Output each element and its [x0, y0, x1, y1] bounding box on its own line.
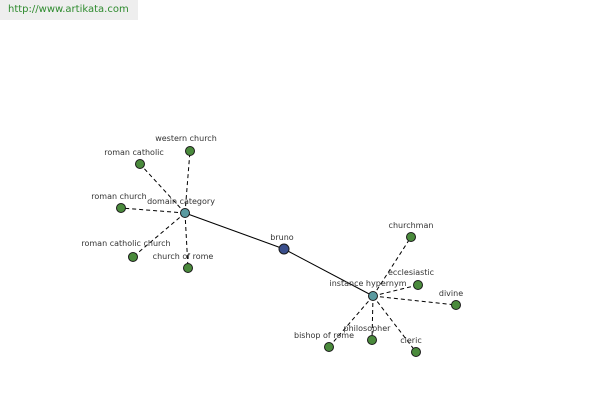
label-divine: divine	[439, 289, 463, 298]
edge-domain-category-western-church	[184, 150, 191, 214]
node-bruno[interactable]	[278, 243, 290, 255]
edge-instance-hypernym-philosopher	[371, 295, 374, 341]
node-philosopher[interactable]	[367, 335, 377, 345]
graph-edges	[120, 150, 457, 353]
label-philosopher: philosopher	[344, 324, 392, 333]
label-cleric: cleric	[400, 336, 421, 345]
node-roman-catholic-church[interactable]	[128, 252, 138, 262]
edge-domain-category-roman-church	[120, 207, 186, 214]
label-ecclesiastic: ecclesiastic	[388, 268, 434, 277]
label-bruno: bruno	[270, 233, 294, 242]
source-banner: http://www.artikata.com	[0, 0, 138, 20]
node-cleric[interactable]	[411, 347, 421, 357]
graph-nodes	[116, 146, 461, 357]
label-domain-category: domain category	[147, 197, 215, 206]
node-roman-church[interactable]	[116, 203, 126, 213]
source-link[interactable]: http://www.artikata.com	[8, 4, 129, 15]
edge-instance-hypernym-ecclesiastic	[372, 284, 419, 297]
edge-domain-category-roman-catholic-church	[132, 212, 186, 258]
node-roman-catholic[interactable]	[135, 159, 145, 169]
edge-bruno-instance-hypernym	[283, 248, 374, 297]
label-roman-catholic: roman catholic	[104, 148, 164, 157]
node-ecclesiastic[interactable]	[413, 280, 423, 290]
node-instance-hypernym[interactable]	[368, 291, 378, 301]
edge-bruno-domain-category	[184, 212, 285, 250]
node-churchman[interactable]	[406, 232, 416, 242]
edge-instance-hypernym-churchman	[372, 236, 412, 297]
label-western-church: western church	[155, 134, 217, 143]
node-church-of-rome[interactable]	[183, 263, 193, 273]
node-western-church[interactable]	[185, 146, 195, 156]
edge-instance-hypernym-cleric	[372, 295, 417, 353]
label-roman-catholic-church: roman catholic church	[81, 239, 170, 248]
edge-domain-category-church-of-rome	[184, 212, 189, 269]
node-divine[interactable]	[451, 300, 461, 310]
node-bishop-of-rome[interactable]	[324, 342, 334, 352]
label-church-of-rome: church of rome	[153, 252, 214, 261]
label-roman-church: roman church	[91, 192, 146, 201]
label-instance-hypernym: instance hypernym	[330, 279, 407, 288]
graph-labels: western church roman catholic roman church…	[81, 134, 463, 345]
label-churchman: churchman	[389, 221, 434, 230]
label-bishop-of-rome: bishop of rome	[294, 331, 354, 340]
node-domain-category[interactable]	[180, 208, 190, 218]
edge-instance-hypernym-bishop-of-rome	[328, 295, 374, 348]
